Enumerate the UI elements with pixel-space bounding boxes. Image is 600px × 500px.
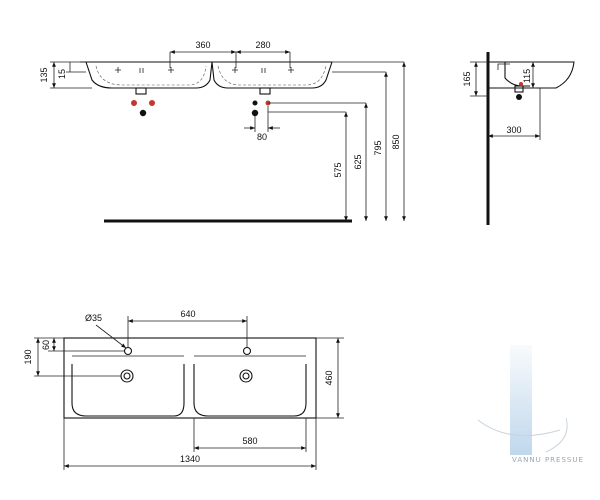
plan-left-drain-outer <box>120 369 134 383</box>
dim-label-575: 575 <box>333 162 343 177</box>
left-drain-point <box>139 109 147 117</box>
plan-left-tap-hole <box>123 346 133 356</box>
plan-right-tap-hole <box>242 346 252 356</box>
right-bowl-outline <box>211 61 333 89</box>
dim-label-80: 80 <box>257 132 267 142</box>
dim-label-460: 460 <box>324 370 334 385</box>
side-drain-point <box>516 94 522 100</box>
right-drain-stub <box>259 87 271 95</box>
front-view: 360 280 135 15 80 575 625 795 <box>39 40 406 223</box>
dim-label-1340: 1340 <box>180 454 200 464</box>
dim-label-580: 580 <box>242 436 257 446</box>
side-view: 165 115 300 <box>462 52 575 225</box>
dim-leader-35 <box>95 324 127 349</box>
dim-label-280: 280 <box>255 40 270 50</box>
left-bowl-dashed <box>95 65 207 86</box>
left-drain-stub <box>135 87 147 95</box>
right-drain-point <box>251 109 259 117</box>
dim-label-60: 60 <box>41 340 51 350</box>
watermark-swoosh-b <box>545 417 568 453</box>
left-bowl-outline <box>85 61 213 89</box>
plan-right-drain-outer <box>239 369 253 383</box>
left-water-point-b <box>149 100 155 106</box>
dim-label-300: 300 <box>506 125 521 135</box>
plan-right-drain-inner <box>242 372 250 380</box>
dim-label-850: 850 <box>391 134 401 149</box>
dim-label-165: 165 <box>462 71 472 86</box>
plan-left-bowl <box>71 364 185 417</box>
watermark-swoosh-a <box>477 419 561 437</box>
dim-label-15: 15 <box>57 69 67 79</box>
watermark-logo: VANNU PRESSUE <box>477 345 584 464</box>
plan-outline <box>63 337 317 419</box>
dim-label-115: 115 <box>522 69 532 83</box>
plan-right-bowl <box>193 364 307 417</box>
dim-label-360: 360 <box>195 40 210 50</box>
right-bowl-dashed <box>217 65 327 86</box>
side-tap <box>497 63 510 70</box>
watermark-bar <box>510 345 532 455</box>
plan-left-drain-inner <box>123 372 131 380</box>
left-water-point-a <box>131 100 137 106</box>
dim-label-135: 135 <box>39 67 49 82</box>
side-basin-outline <box>488 61 575 89</box>
plan-view: Ø35 640 190 60 460 580 1340 <box>23 309 344 470</box>
side-water-point <box>519 82 523 86</box>
dim-label-35: Ø35 <box>85 313 102 323</box>
right-water-point-a <box>252 100 258 106</box>
front-tap-markers <box>115 67 294 73</box>
watermark-text: VANNU PRESSUE <box>512 456 584 464</box>
dim-label-640: 640 <box>180 309 195 319</box>
dim-label-190: 190 <box>23 349 33 364</box>
side-drain-stub <box>514 85 524 93</box>
dim-label-795: 795 <box>373 140 383 155</box>
dim-label-625: 625 <box>353 154 363 169</box>
